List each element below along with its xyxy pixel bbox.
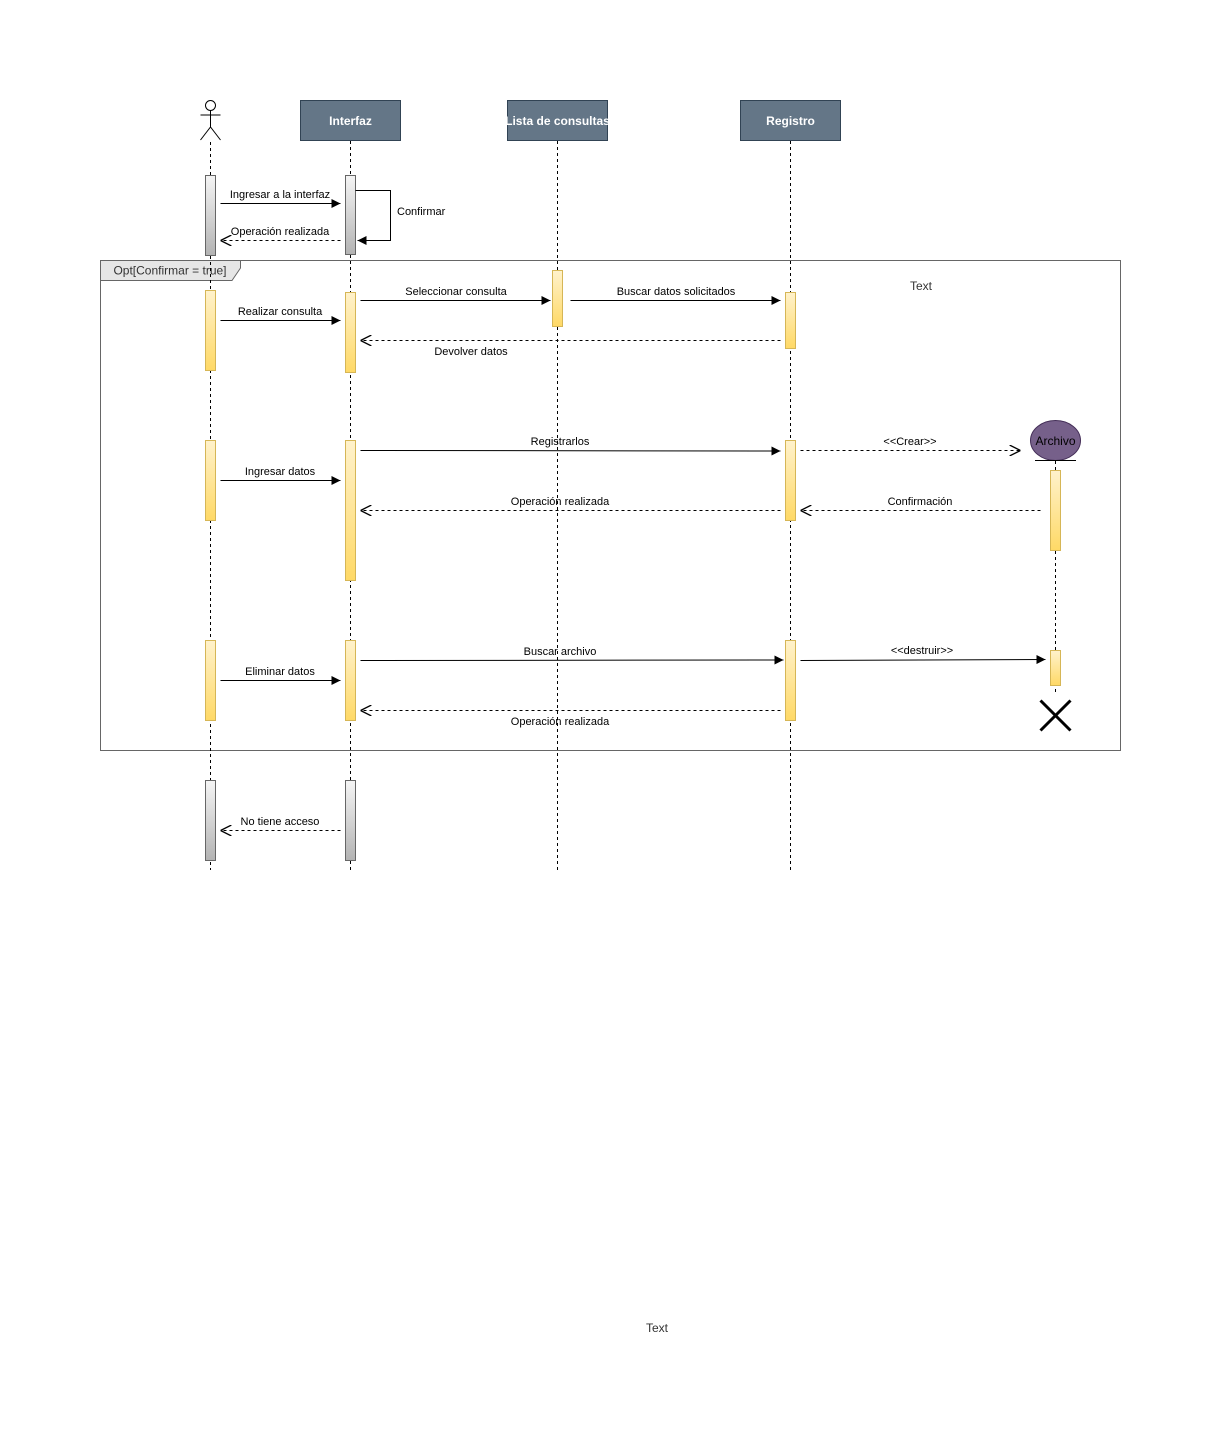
self-message-arrow	[355, 190, 391, 245]
destroy-arrow	[800, 655, 1046, 665]
message-labels: Ingresar a la interfaz Confirmar Operaci…	[230, 189, 953, 828]
activation-bar	[205, 290, 216, 371]
activation-bar	[345, 292, 356, 373]
destroy-x-icon	[1039, 699, 1072, 732]
activation-bar	[205, 780, 216, 861]
participant-lista-label: Lista de consultas	[505, 114, 610, 128]
message-label: Operación realizada	[511, 496, 610, 508]
message-label: Buscar archivo	[524, 646, 597, 658]
message-label: Buscar datos solicitados	[617, 286, 736, 298]
message-label: Eliminar datos	[245, 666, 315, 678]
message-label: Operación realizada	[231, 226, 330, 238]
message-arrow	[360, 446, 781, 456]
activation-bar	[345, 780, 356, 861]
activation-bar	[1050, 470, 1061, 551]
message-label: Seleccionar consulta	[405, 286, 507, 298]
participant-archivo-label: Archivo	[1035, 434, 1075, 448]
actor-icon	[200, 100, 221, 141]
participant-interfaz: Interfaz	[300, 100, 401, 141]
free-text-bottom: Text	[646, 1321, 669, 1335]
participant-registro: Registro	[740, 100, 841, 141]
opt-fragment-label: Opt[Confirmar = true]	[113, 264, 226, 278]
message-label: Ingresar a la interfaz	[230, 189, 330, 201]
message-label: Ingresar datos	[245, 466, 316, 478]
message-label: <<Crear>>	[883, 436, 936, 448]
activation-bar	[785, 440, 796, 521]
activation-bar	[205, 440, 216, 521]
messages	[220, 190, 1046, 831]
opt-fragment: Opt[Confirmar = true]	[100, 260, 1121, 751]
message-label: No tiene acceso	[241, 816, 320, 828]
message-label: <<destruir>>	[891, 645, 953, 657]
free-text-top: Text	[910, 279, 933, 293]
message-label: Registrarlos	[531, 436, 590, 448]
participant-registro-label: Registro	[766, 114, 815, 128]
activation-bar	[785, 292, 796, 349]
activation-bar	[345, 640, 356, 721]
activation-bar	[345, 440, 356, 581]
message-label: Operación realizada	[511, 716, 610, 728]
message-label: Confirmación	[888, 496, 953, 508]
message-arrow	[360, 655, 784, 665]
activation-bar	[205, 175, 216, 256]
message-label: Confirmar	[397, 206, 446, 218]
activation-bar	[785, 640, 796, 721]
activation-bar	[205, 640, 216, 721]
activation-bar	[1050, 650, 1061, 686]
activations-gray	[205, 175, 356, 861]
activation-bar	[345, 175, 356, 255]
participant-archivo: Archivo	[1030, 420, 1081, 461]
activation-bar	[552, 270, 563, 327]
activations-yellow	[205, 270, 1061, 721]
participant-lista: Lista de consultas	[505, 100, 610, 141]
message-label: Devolver datos	[434, 346, 508, 358]
message-label: Realizar consulta	[238, 306, 323, 318]
participant-interfaz-label: Interfaz	[329, 114, 372, 128]
